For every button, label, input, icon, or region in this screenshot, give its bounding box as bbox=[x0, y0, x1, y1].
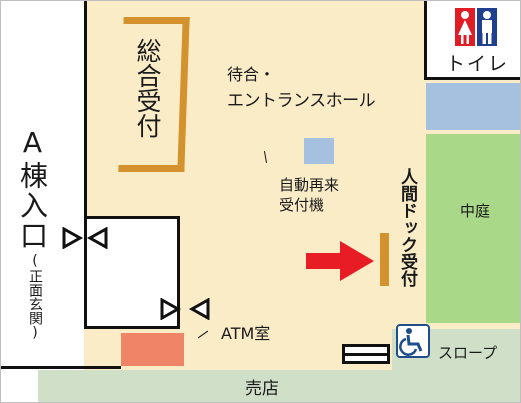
door-triangle-icon bbox=[160, 298, 210, 320]
building-a-wall bbox=[84, 0, 87, 218]
shop-label: 売店 bbox=[245, 379, 279, 399]
dock-reception-label: 人間ドック受付 bbox=[397, 168, 417, 287]
general-reception-label: 総合受付 bbox=[133, 38, 162, 138]
courtyard-label: 中庭 bbox=[460, 202, 491, 220]
dock-reception-counter bbox=[380, 233, 389, 286]
red-arrow-icon bbox=[306, 241, 374, 281]
restroom-label: トイレ bbox=[446, 53, 510, 75]
slope-label: スロープ bbox=[438, 344, 498, 362]
women-restroom-icon bbox=[455, 8, 475, 46]
slope-door-divider bbox=[342, 353, 390, 356]
auto-reentry-label-line1: 自動再来 bbox=[279, 176, 340, 194]
auto-reentry-label-line2: 受付機 bbox=[279, 196, 325, 214]
floor-left-edge bbox=[0, 366, 121, 369]
wheelchair-icon bbox=[396, 324, 430, 358]
auto-reentry-machine bbox=[304, 138, 334, 164]
main-entrance-note: (正面玄関) bbox=[27, 253, 43, 341]
door-triangle-icon bbox=[62, 227, 108, 249]
blue-corridor-block bbox=[426, 83, 521, 130]
corridor-bottom bbox=[38, 370, 521, 403]
a-building-entrance-label: A棟入口 bbox=[16, 126, 49, 251]
men-restroom-icon bbox=[477, 8, 497, 46]
atm-label: ATM室 bbox=[221, 324, 271, 343]
atm-room bbox=[121, 333, 184, 366]
waiting-hall-label-line1: 待合・ bbox=[227, 65, 276, 84]
waiting-hall-label-line2: エントランスホール bbox=[227, 91, 376, 111]
courtyard-area bbox=[426, 134, 521, 323]
